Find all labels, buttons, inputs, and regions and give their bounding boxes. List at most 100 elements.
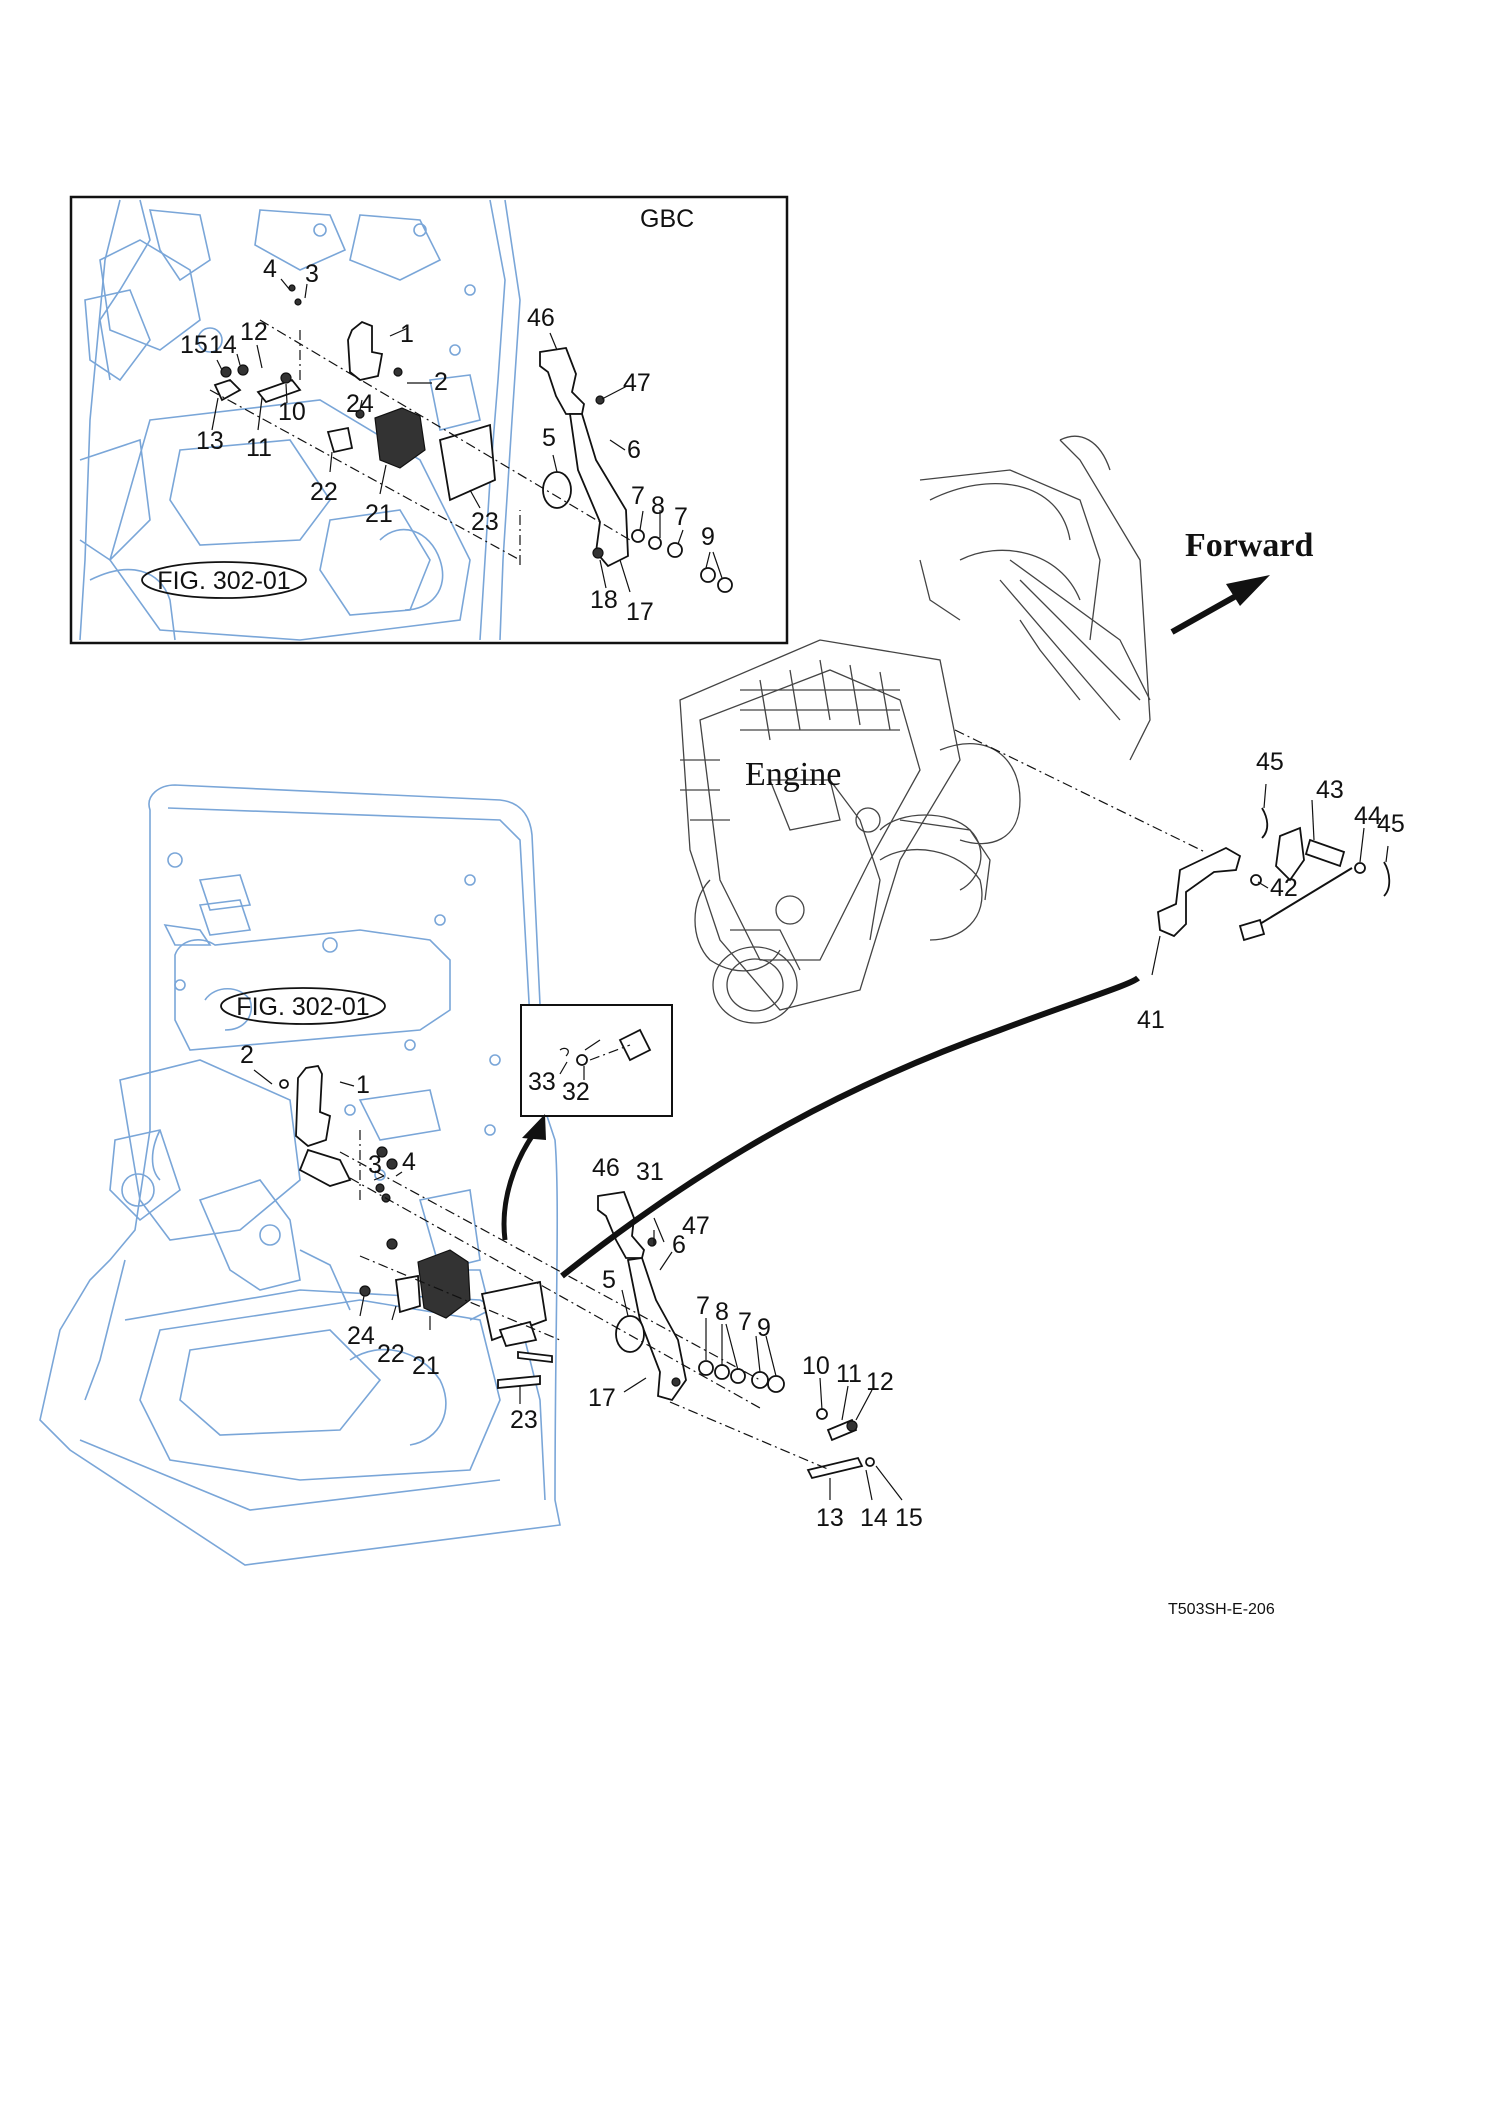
inset-leaders [211,278,723,593]
main-callout: 2 [240,1041,254,1069]
main-callout: 46 [592,1154,620,1182]
inset-callout: 8 [651,492,665,520]
curved-arrow-icon [501,1130,538,1241]
inset-callout: 23 [471,508,499,536]
main-part-13-pin [806,1456,864,1480]
main-callout: 45 [1377,810,1405,838]
main-part-45-clip [1261,807,1269,839]
main-part-43-lever [1275,826,1305,882]
inset-callout: 21 [365,500,393,528]
inset-background-panel [79,199,521,641]
forward-arrow-icon [1170,575,1270,635]
main-callout: 8 [715,1298,729,1326]
inset-callout: 13 [196,427,224,455]
main-callout: 23 [510,1406,538,1434]
main-callout: 4 [402,1148,416,1176]
inset-callout: 7 [631,482,645,510]
main-fig-ref: FIG. 302-01 [236,993,369,1021]
main-part-5-washer [615,1315,645,1353]
inset-callout: 2 [434,368,448,396]
main-part-21-switch [417,1249,471,1319]
main-callout: 7 [738,1308,752,1336]
inset-part-23-plate [438,423,496,502]
detail-box: 33 32 [520,1004,673,1117]
main-callout: 12 [866,1368,894,1396]
main-callout: 5 [602,1266,616,1294]
main-part-41-bracket [1157,846,1242,938]
inset-callout: 22 [310,478,338,506]
inset-fig-ref-oval [141,561,307,599]
detail-callout: 33 [528,1068,556,1096]
main-callout: 3 [368,1151,382,1179]
main-callout: 17 [588,1384,616,1412]
main-callout: 42 [1270,874,1298,902]
inset-part-6-pedal-arm [568,413,629,568]
inset-part-1-detent [347,320,384,381]
main-callout: 7 [696,1292,710,1320]
inset-callout: 46 [527,304,555,332]
main-callout: 43 [1316,776,1344,804]
main-callout: 24 [347,1322,375,1350]
inset-callout: 12 [240,318,268,346]
main-callouts: 1 2 3 4 5 6 7 8 7 9 10 11 12 13 14 15 17… [240,748,1405,1532]
inset-callout: 5 [542,424,556,452]
main-callout: 1 [356,1071,370,1099]
main-part-22-bracket [395,1274,421,1314]
main-background-panel [39,784,561,1566]
drawing-code: T503SH-E-206 [1168,1601,1275,1618]
main-callout: 13 [816,1504,844,1532]
main-part-45-clip [1383,861,1391,897]
inset-callout: 47 [623,369,651,397]
detail-frame [520,1004,673,1117]
curved-arrow-head-icon [522,1114,546,1140]
main-part-43-pin [1304,838,1346,868]
engine-label: Engine [745,756,841,793]
throttle-cable [560,975,1140,1279]
inset-callout: 18 [590,586,618,614]
main-part-6-pedal-arm [626,1257,687,1402]
inset-callout: 3 [305,260,319,288]
main-callout: 45 [1256,748,1284,776]
forward-label: Forward [1185,527,1314,564]
inset-part-5-washer [542,471,572,509]
inset-callout: 6 [627,436,641,464]
main-part-1-detent [295,1065,332,1148]
main-callout: 47 [682,1212,710,1240]
inset-callout: 15 [180,331,208,359]
main-callout: 11 [836,1360,862,1388]
main-parts [279,1065,875,1480]
inset-callout: 14 [209,331,237,359]
main-callout: 10 [802,1352,830,1380]
main-callout: 14 [860,1504,888,1532]
main-leaders [253,783,1389,1501]
inset-callout: 11 [246,434,272,462]
inset-parts [209,284,733,593]
main-part-46-pedal [597,1191,645,1259]
inset-callouts: 1 2 3 4 5 6 7 8 7 9 10 11 12 13 14 15 17… [180,255,715,626]
inset-callout: 1 [400,320,414,348]
inset-part-21-switch [374,407,426,469]
inset-callout: 24 [346,390,374,418]
inset-callout: 7 [674,503,688,531]
main-callout: 21 [412,1352,440,1380]
engine-illustration [679,435,1151,1024]
main-callout: 44 [1354,802,1382,830]
main-callout: 9 [757,1314,771,1342]
main-callout: 22 [377,1340,405,1368]
engine-lever-parts [954,729,1391,942]
inset-callout: 10 [278,398,306,426]
main-callout: 31 [636,1158,664,1186]
main-fig-ref-oval [220,987,386,1025]
inset-callout: 4 [263,255,277,283]
main-callout: 41 [1137,1006,1165,1034]
detail-callout: 32 [562,1078,590,1106]
inset-callout: 9 [701,523,715,551]
main-callout: 15 [895,1504,923,1532]
inset-callout: 17 [626,598,654,626]
inset-part-11-link [256,378,302,404]
main-callout: 6 [672,1231,686,1259]
inset-fig-ref: FIG. 302-01 [157,567,290,595]
inset-title: GBC [640,205,694,233]
inset-panel: GBC FIG. 302-01 1 2 3 4 5 6 7 8 7 9 10 1… [69,195,789,645]
